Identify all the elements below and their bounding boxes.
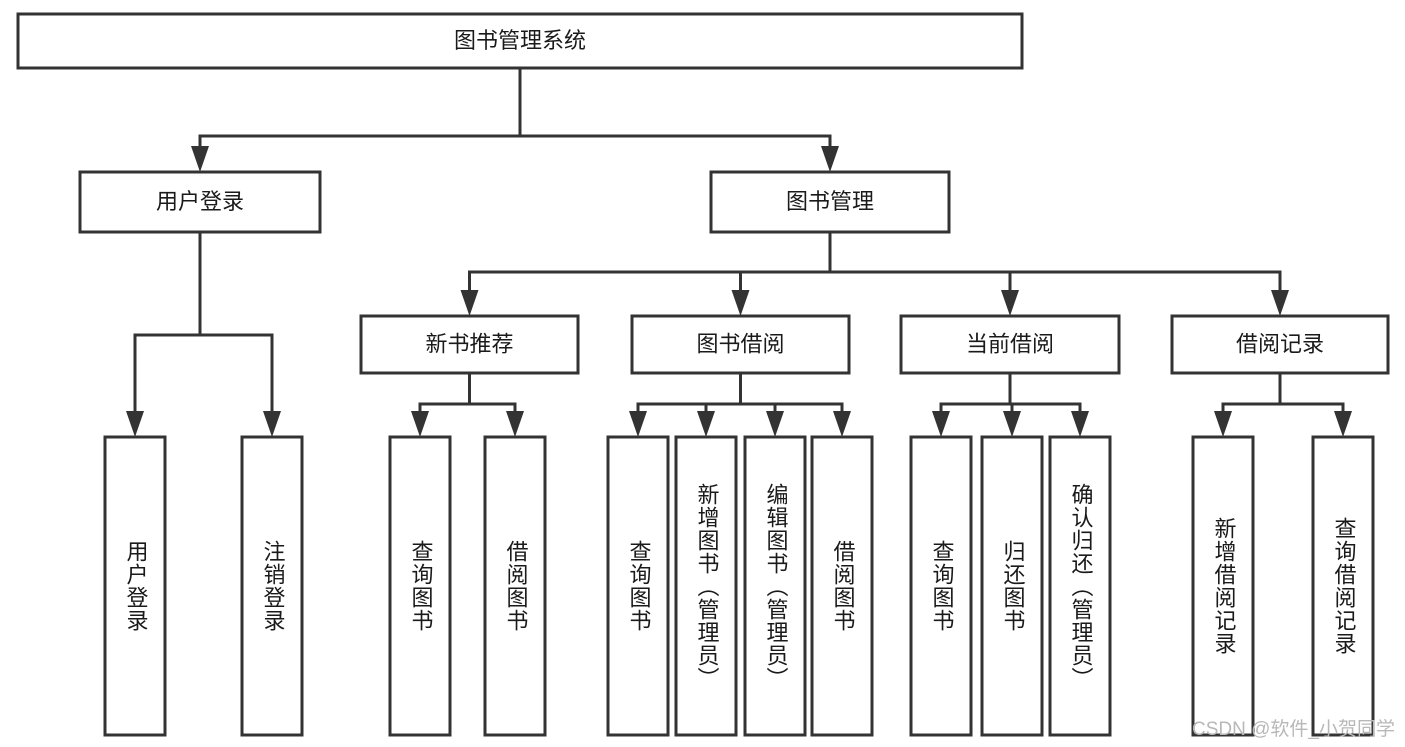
node-box-layer (16, 12, 1390, 737)
arrow-head-icon (1271, 290, 1289, 316)
node-label-user-login: 用户登录 (156, 189, 244, 214)
arrow-head-icon (191, 146, 209, 172)
node-box-book-manage[interactable] (709, 170, 951, 234)
arrow-head-icon (833, 411, 851, 437)
arrow-head-icon (411, 411, 429, 437)
arrow-head-icon (731, 290, 750, 316)
arrow-head-icon (1003, 411, 1021, 437)
node-box-leaf-user-login[interactable] (103, 435, 167, 737)
node-box-book-borrow[interactable] (630, 314, 851, 375)
node-box-leaf-query-book-2[interactable] (606, 435, 670, 737)
arrow-head-icon (460, 290, 479, 316)
arrow-head-icon (1214, 411, 1232, 437)
arrow-head-icon (1334, 411, 1352, 437)
node-box-leaf-edit-book[interactable] (743, 435, 807, 737)
node-label-book-manage: 图书管理 (786, 189, 874, 214)
node-box-leaf-borrow-book-2[interactable] (810, 435, 874, 737)
node-box-leaf-query-record[interactable] (1311, 435, 1375, 737)
node-label-new-book-rec: 新书推荐 (425, 331, 513, 356)
node-box-leaf-borrow-book-1[interactable] (483, 435, 547, 737)
node-label-current-borrow: 当前借阅 (966, 331, 1054, 356)
node-label-borrow-record: 借阅记录 (1236, 331, 1324, 356)
arrow-head-icon (697, 411, 715, 437)
node-box-leaf-logout[interactable] (240, 435, 304, 737)
arrow-head-icon (821, 146, 839, 172)
watermark-text: CSDN @软件_小贺同学 (1192, 719, 1395, 740)
arrow-head-icon (1071, 411, 1089, 437)
node-box-leaf-query-book-3[interactable] (909, 435, 973, 737)
arrow-head-icon (126, 411, 144, 437)
node-box-leaf-query-book-1[interactable] (388, 435, 452, 737)
arrow-head-icon (263, 411, 281, 437)
arrow-head-icon (629, 411, 647, 437)
node-box-user-login[interactable] (78, 170, 322, 234)
arrow-head-icon (766, 411, 784, 437)
node-label-root: 图书管理系统 (454, 28, 586, 53)
connector-layer (126, 66, 1352, 437)
node-box-root[interactable] (16, 12, 1024, 70)
arrow-head-icon (1001, 290, 1019, 316)
node-box-leaf-return-book[interactable] (980, 435, 1044, 737)
node-box-leaf-add-book[interactable] (674, 435, 738, 737)
node-box-borrow-record[interactable] (1170, 314, 1390, 375)
arrow-head-icon (506, 411, 524, 437)
node-box-new-book-rec[interactable] (359, 314, 580, 375)
arrow-head-icon (932, 411, 950, 437)
node-label-book-borrow: 图书借阅 (696, 331, 784, 356)
node-box-current-borrow[interactable] (899, 314, 1121, 375)
node-box-leaf-confirm-return[interactable] (1048, 435, 1112, 737)
node-box-leaf-add-record[interactable] (1191, 435, 1255, 737)
